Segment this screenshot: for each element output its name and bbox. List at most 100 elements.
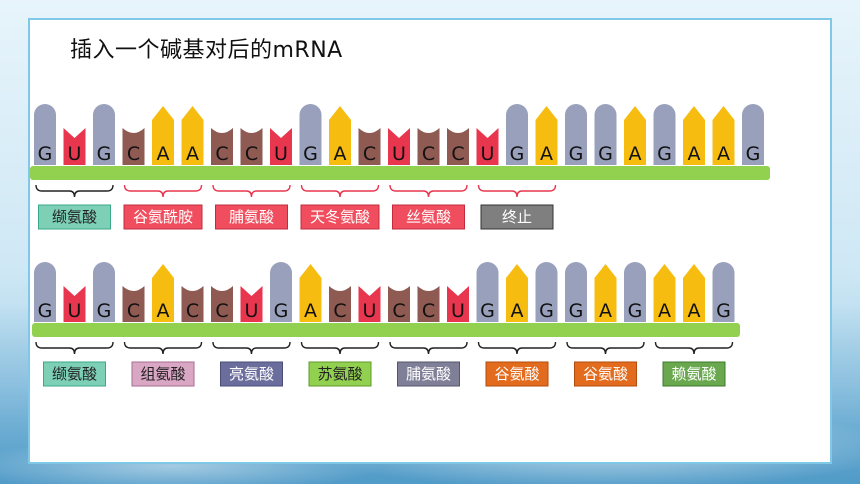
base-G-row-1	[594, 104, 617, 165]
amino-acid-label-row-1: 缬氨酸	[52, 208, 97, 226]
base-letter-row-2: C	[215, 300, 228, 322]
base-G-row-1	[506, 104, 528, 165]
amino-acid-label-row-2: 谷氨酸	[494, 365, 539, 383]
base-letter-row-2: G	[480, 300, 495, 322]
amino-acid-label-row-2: 苏氨酸	[317, 365, 362, 383]
base-U-row-2	[63, 286, 86, 322]
base-C-row-2	[122, 286, 145, 322]
base-letter-row-2: A	[688, 300, 701, 322]
base-G-row-2	[535, 262, 558, 322]
amino-acid-label-row-1: 脯氨酸	[229, 208, 274, 226]
base-letter-row-2: C	[127, 300, 140, 322]
base-letter-row-1: A	[629, 143, 642, 165]
amino-acid-label-row-2: 赖氨酸	[671, 365, 716, 383]
codon-brace-row-2	[123, 341, 203, 355]
base-C-row-2	[329, 286, 351, 322]
base-letter-row-1: G	[569, 143, 584, 165]
base-A-row-1	[329, 106, 351, 165]
base-C-row-2	[417, 286, 440, 322]
base-C-row-1	[211, 128, 233, 165]
base-letter-row-2: A	[304, 300, 317, 322]
base-U-row-1	[270, 128, 292, 165]
base-letter-row-1: A	[334, 143, 347, 165]
base-letter-row-2: A	[511, 300, 524, 322]
base-U-row-1	[388, 128, 410, 165]
base-A-row-2	[299, 264, 322, 322]
base-U-row-2	[358, 286, 381, 322]
base-U-row-1	[476, 128, 499, 165]
base-G-row-2	[34, 262, 56, 322]
amino-acid-box-row-2	[131, 361, 195, 387]
base-G-row-2	[270, 262, 292, 322]
base-letter-row-2: U	[68, 300, 82, 322]
base-letter-row-2: C	[186, 300, 199, 322]
base-A-row-1	[712, 106, 735, 165]
codon-brace-row-1	[212, 184, 291, 198]
base-letter-row-1: G	[657, 143, 672, 165]
base-G-row-1	[299, 104, 322, 165]
amino-acid-box-row-1	[300, 204, 380, 230]
base-A-row-2	[653, 264, 676, 322]
codon-brace-row-1	[389, 184, 468, 198]
base-letter-row-1: G	[303, 143, 318, 165]
amino-acid-box-row-2	[308, 361, 372, 387]
base-A-row-1	[152, 106, 174, 165]
base-letter-row-1: U	[68, 143, 82, 165]
mrna-backbone-row-2	[32, 323, 740, 337]
base-G-row-2	[93, 262, 115, 322]
base-A-row-1	[181, 106, 204, 165]
base-A-row-2	[506, 264, 528, 322]
base-C-row-1	[447, 128, 469, 165]
base-letter-row-2: G	[274, 300, 289, 322]
base-G-row-2	[712, 262, 735, 322]
amino-acid-label-row-2: 脯氨酸	[406, 365, 451, 383]
base-A-row-1	[683, 106, 705, 165]
base-letter-row-1: G	[97, 143, 112, 165]
base-letter-row-1: U	[274, 143, 288, 165]
base-letter-row-2: A	[599, 300, 612, 322]
base-A-row-1	[535, 106, 558, 165]
base-letter-row-1: U	[392, 143, 406, 165]
amino-acid-label-row-1: 丝氨酸	[406, 208, 451, 226]
base-letter-row-1: C	[245, 143, 258, 165]
base-letter-row-2: G	[38, 300, 53, 322]
amino-acid-box-row-1	[123, 204, 203, 230]
amino-acid-box-row-1	[215, 204, 288, 230]
base-letter-row-1: G	[38, 143, 53, 165]
base-letter-row-1: A	[157, 143, 170, 165]
amino-acid-label-row-1: 终止	[502, 208, 532, 226]
base-letter-row-2: U	[363, 300, 377, 322]
amino-acid-box-row-2	[574, 361, 637, 387]
amino-acid-box-row-2	[43, 361, 106, 387]
amino-acid-label-row-2: 组氨酸	[140, 365, 185, 383]
amino-acid-label-row-2: 谷氨酸	[583, 365, 628, 383]
amino-acid-label-row-1: 天冬氨酸	[310, 208, 370, 226]
base-letter-row-1: C	[127, 143, 140, 165]
base-letter-row-2: G	[628, 300, 643, 322]
base-C-row-1	[240, 128, 263, 165]
mrna-backbone-row-1	[30, 166, 770, 180]
base-G-row-1	[653, 104, 676, 165]
codon-brace-row-2	[566, 341, 645, 355]
amino-acid-box-row-2	[662, 361, 726, 387]
base-letter-row-2: A	[658, 300, 671, 322]
base-letter-row-1: G	[598, 143, 613, 165]
amino-acid-label-row-2: 缬氨酸	[52, 365, 97, 383]
codon-brace-row-1	[300, 184, 380, 198]
amino-acid-box-row-2	[220, 361, 283, 387]
codon-brace-row-2	[389, 341, 468, 355]
base-letter-row-1: C	[363, 143, 376, 165]
base-letter-row-2: C	[422, 300, 435, 322]
base-A-row-2	[594, 264, 617, 322]
base-letter-row-1: A	[688, 143, 701, 165]
amino-acid-label-row-1: 谷氨酰胺	[133, 208, 193, 226]
codon-brace-row-2	[300, 341, 380, 355]
base-letter-row-2: A	[157, 300, 170, 322]
base-C-row-2	[181, 286, 204, 322]
base-letter-row-1: C	[215, 143, 228, 165]
amino-acid-box-row-1	[392, 204, 465, 230]
base-G-row-2	[476, 262, 499, 322]
base-G-row-1	[34, 104, 56, 165]
slide-panel	[28, 18, 832, 464]
